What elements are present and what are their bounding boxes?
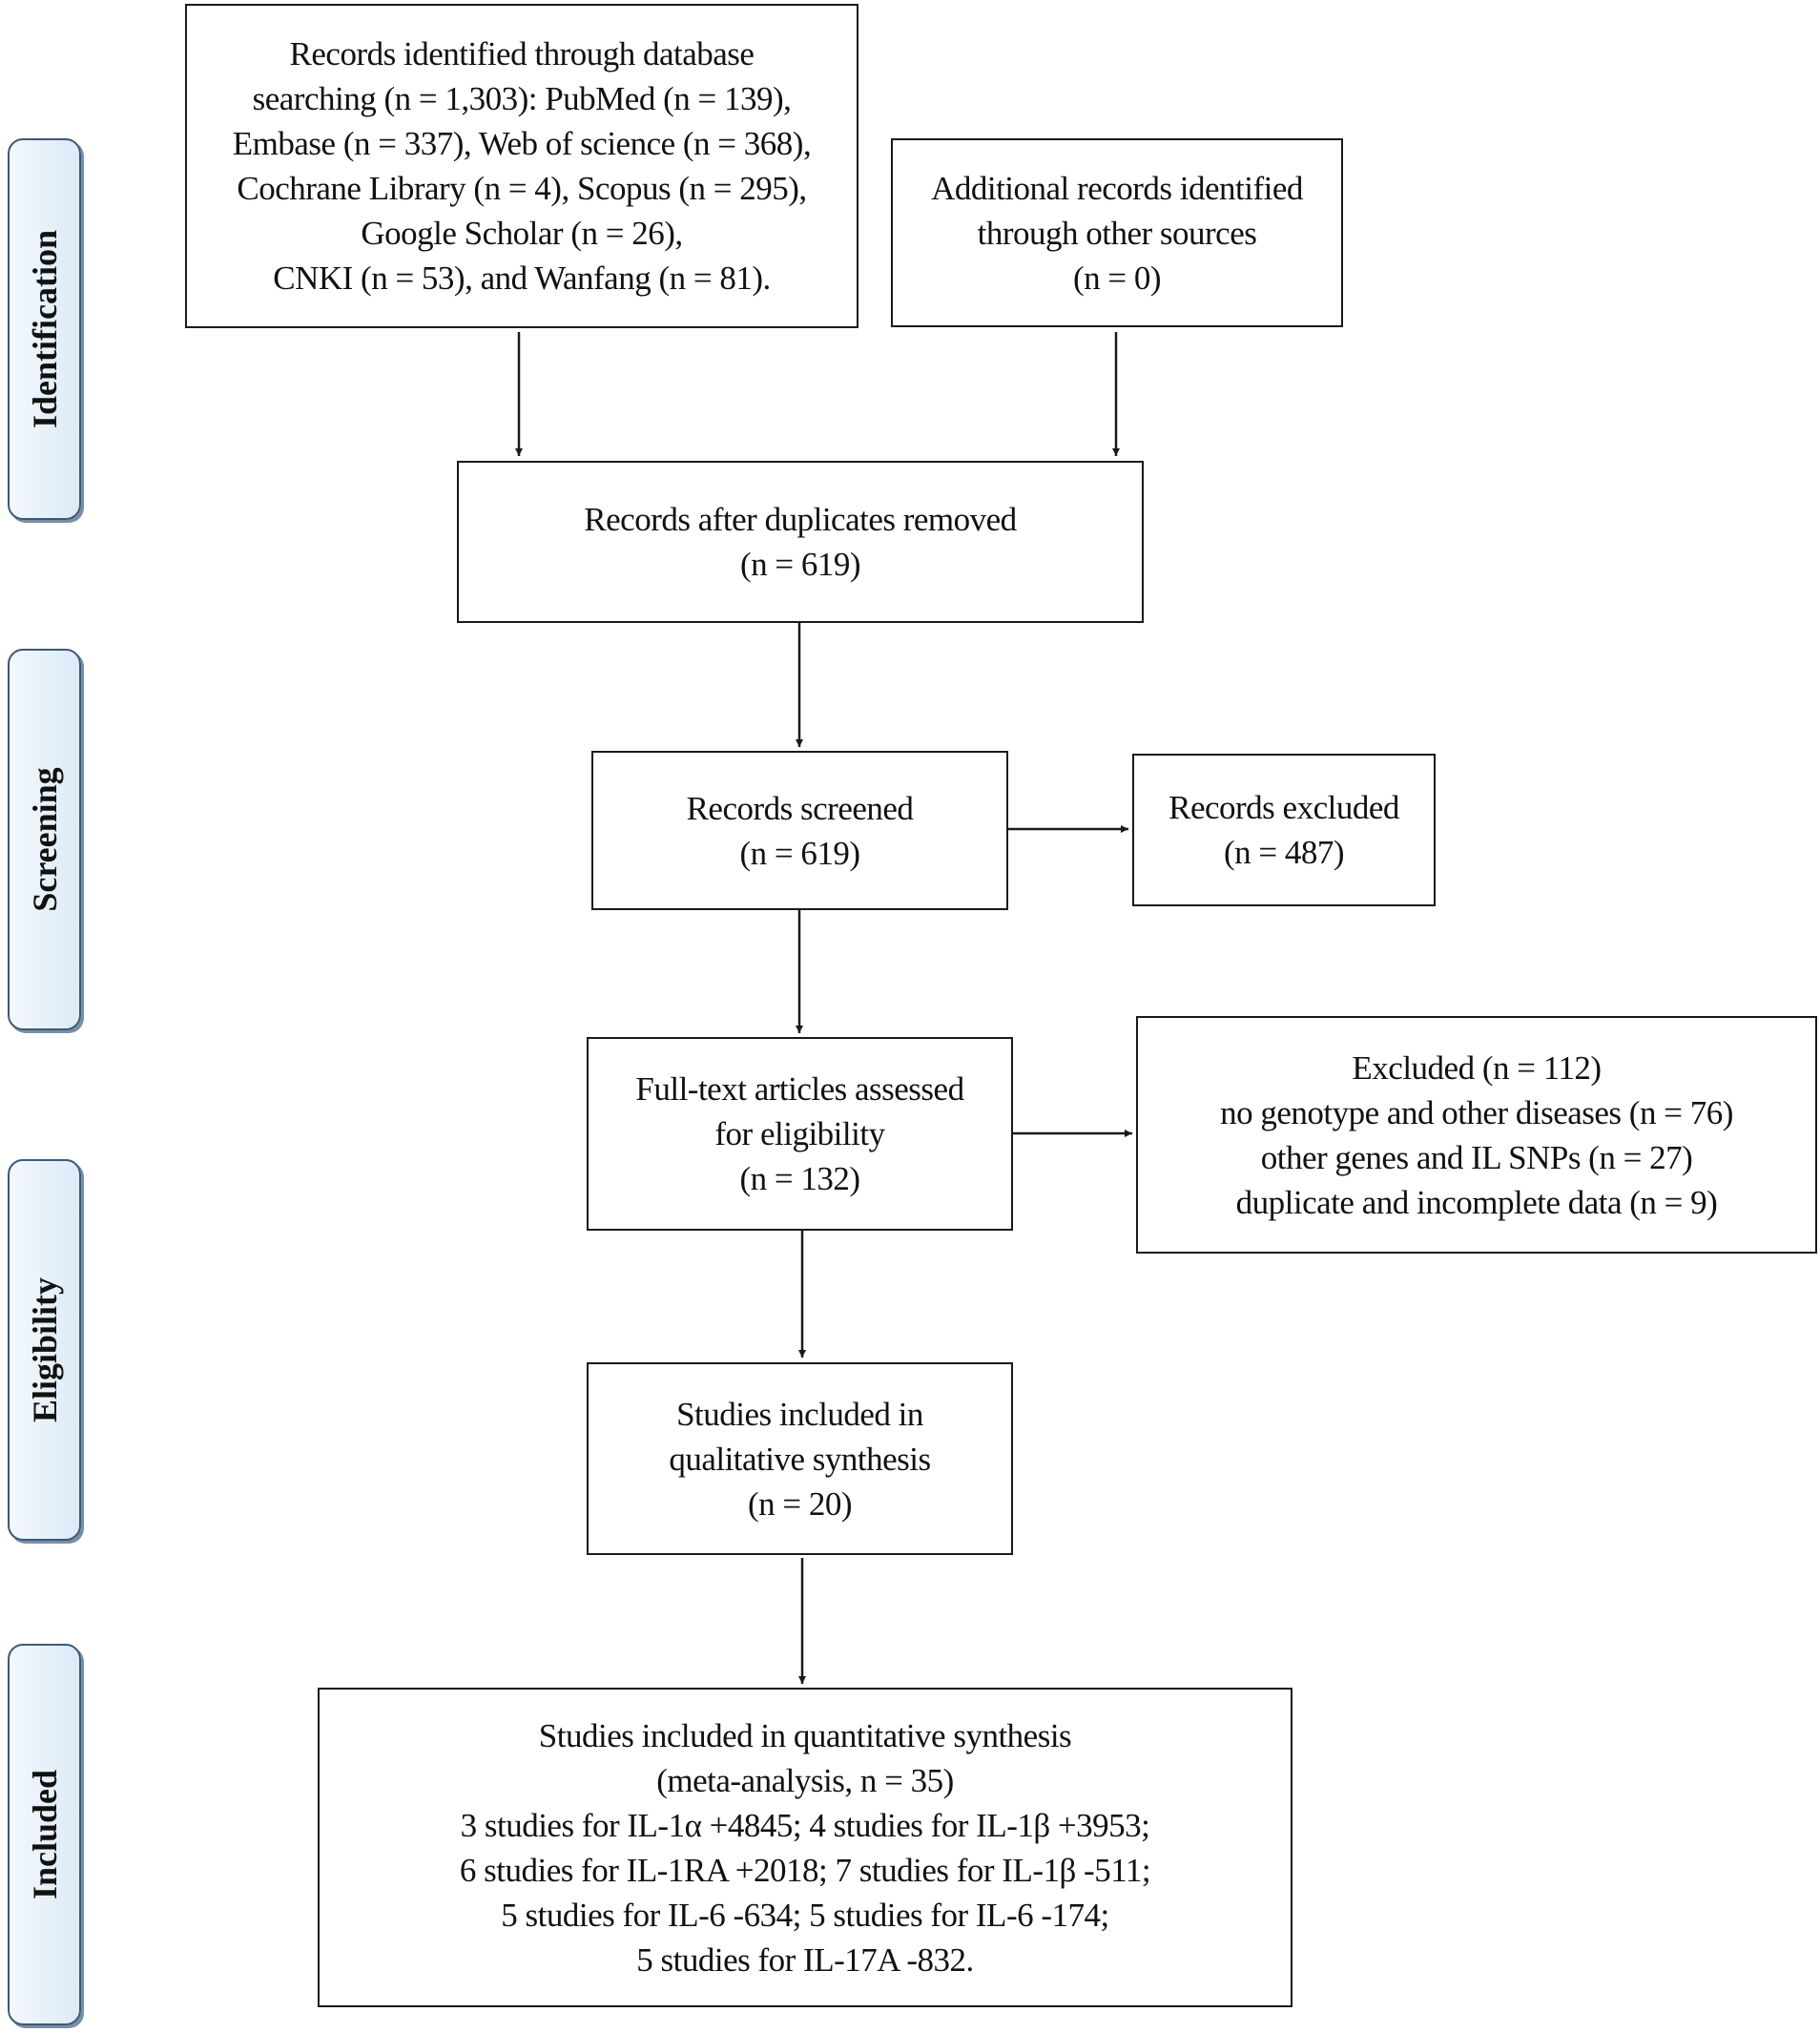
box-text-line: Studies included in bbox=[676, 1395, 923, 1433]
box-text-line: (meta-analysis, n = 35) bbox=[656, 1761, 954, 1799]
box-text-line: Excluded (n = 112) bbox=[1352, 1048, 1602, 1087]
box-text-line: searching (n = 1,303): PubMed (n = 139), bbox=[252, 80, 792, 117]
fulltext-assessed-box: Full-text articles assessed for eligibili… bbox=[587, 1037, 1013, 1231]
box-text-line: (n = 20) bbox=[747, 1484, 853, 1523]
fulltext-excluded-box: Excluded (n = 112) no genotype and other … bbox=[1136, 1016, 1817, 1254]
box-text-line: 3 studies for IL-1α +4845; 4 studies for… bbox=[460, 1806, 1150, 1844]
box-text-line: duplicate and incomplete data (n = 9) bbox=[1235, 1183, 1718, 1221]
box-text-line: through other sources bbox=[977, 214, 1257, 252]
box-text-line: Records identified through database bbox=[289, 35, 755, 73]
box-text-line: (n = 619) bbox=[739, 834, 860, 872]
box-text-line: CNKI (n = 53), and Wanfang (n = 81). bbox=[273, 259, 771, 297]
box-text-line: Full-text articles assessed bbox=[635, 1070, 964, 1108]
stage-identification: Identification bbox=[8, 138, 81, 520]
box-text-line: (n = 132) bbox=[739, 1160, 860, 1197]
box-text-line: Studies included in quantitative synthes… bbox=[538, 1716, 1072, 1754]
box-text-line: Records screened bbox=[686, 789, 914, 827]
stage-screening: Screening bbox=[8, 649, 81, 1030]
qualitative-synthesis-box: Studies included in qualitative synthesis… bbox=[587, 1362, 1013, 1555]
box-text-line: (n = 487) bbox=[1223, 834, 1345, 871]
box-text-line: other genes and IL SNPs (n = 27) bbox=[1260, 1138, 1693, 1176]
stage-included: Included bbox=[8, 1644, 81, 2025]
records-identified-box: Records identified through database searc… bbox=[185, 4, 858, 328]
box-text-line: qualitative synthesis bbox=[669, 1440, 931, 1478]
box-text-line: 6 studies for IL-1RA +2018; 7 studies fo… bbox=[459, 1851, 1151, 1889]
box-text-line: Cochrane Library (n = 4), Scopus (n = 29… bbox=[237, 170, 807, 207]
box-text-line: Google Scholar (n = 26), bbox=[361, 215, 683, 252]
box-text-line: Records after duplicates removed bbox=[584, 501, 1017, 538]
records-after-duplicates-box: Records after duplicates removed (n = 619… bbox=[457, 461, 1144, 623]
box-text-line: Additional records identified bbox=[931, 169, 1303, 207]
box-text-line: 5 studies for IL-17A -832. bbox=[636, 1940, 974, 1979]
additional-records-box: Additional records identified through oth… bbox=[891, 138, 1343, 327]
box-text-line: (n = 619) bbox=[739, 546, 861, 583]
records-excluded-box: Records excluded (n = 487) bbox=[1132, 754, 1436, 906]
stage-eligibility: Eligibility bbox=[8, 1159, 81, 1541]
box-text-line: Records excluded bbox=[1169, 789, 1399, 826]
box-text-line: 5 studies for IL-6 -634; 5 studies for I… bbox=[501, 1896, 1109, 1934]
box-text-line: no genotype and other diseases (n = 76) bbox=[1220, 1093, 1733, 1131]
box-text-line: for eligibility bbox=[714, 1115, 885, 1152]
box-text-line: Embase (n = 337), Web of science (n = 36… bbox=[232, 125, 812, 162]
records-screened-box: Records screened (n = 619) bbox=[591, 751, 1008, 910]
box-text-line: (n = 0) bbox=[1072, 259, 1162, 297]
quantitative-synthesis-box: Studies included in quantitative synthes… bbox=[318, 1688, 1293, 2007]
